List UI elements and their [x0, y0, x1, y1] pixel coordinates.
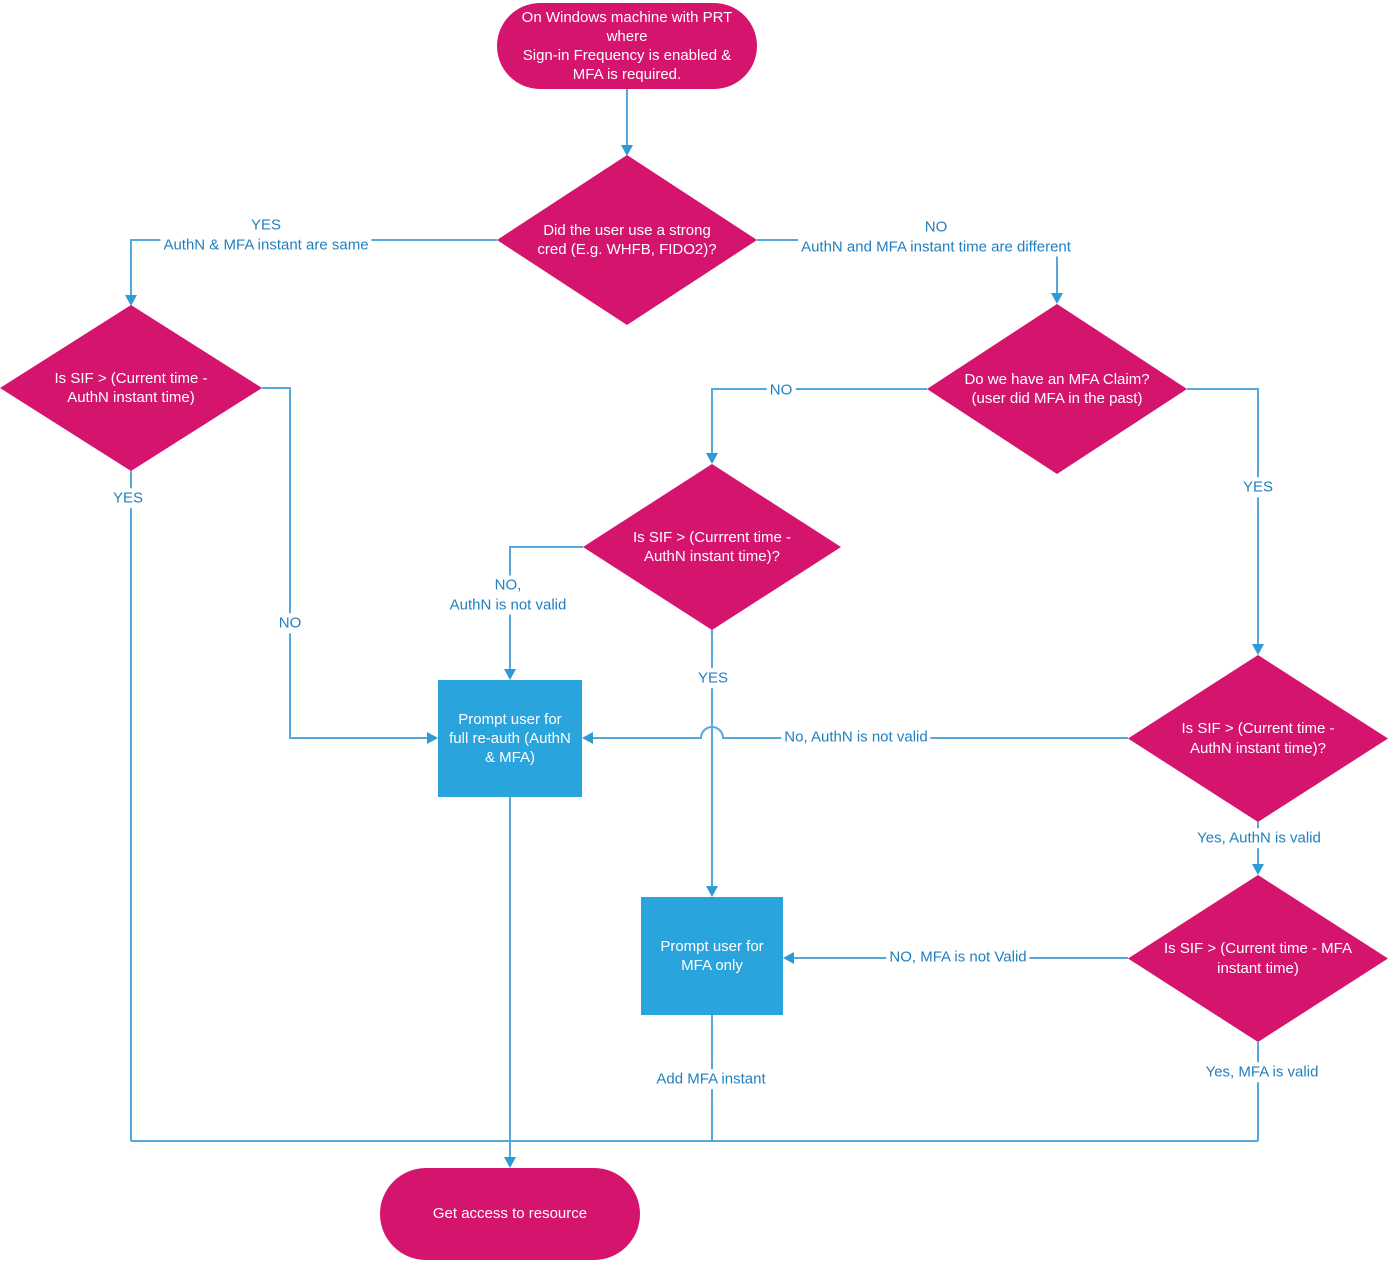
- arrowhead-down-icon: [1051, 293, 1063, 304]
- edge-sifleft-no: [262, 387, 432, 739]
- label-sifleft-yes: YES: [109, 488, 147, 508]
- edge-sifright-no: [588, 726, 1128, 739]
- process-full-reauth: Prompt user for full re-auth (AuthN & MF…: [438, 680, 582, 797]
- arrowhead-down-icon: [1252, 644, 1264, 655]
- label-sifmid-no: NO, AuthN is not valid: [446, 575, 570, 615]
- process-mfa-only: Prompt user for MFA only: [641, 897, 783, 1015]
- label-sifmfa-yes: Yes, MFA is valid: [1202, 1062, 1322, 1082]
- label-no-different: NO AuthN and MFA instant time are differ…: [798, 217, 1074, 257]
- edge-mfaclaim-no: [711, 388, 927, 458]
- label-sifleft-no: NO: [275, 613, 305, 633]
- edge-strongcred-yes: [130, 239, 497, 300]
- arrowhead-down-icon: [125, 295, 137, 306]
- arrowhead-right-icon: [427, 732, 438, 744]
- arrowhead-down-icon: [1252, 864, 1264, 875]
- arrowhead-down-icon: [706, 886, 718, 897]
- label-sifright-no: No, AuthN is not valid: [781, 727, 931, 747]
- end-node: Get access to resource: [380, 1168, 640, 1260]
- label-sifmid-yes: YES: [694, 668, 732, 688]
- arrowhead-down-icon: [504, 669, 516, 680]
- arrowhead-left-icon: [582, 732, 593, 744]
- label-mfaclaim-yes: YES: [1239, 477, 1277, 497]
- label-mfaclaim-no: NO: [766, 380, 796, 400]
- edge-sifmid-no: [509, 546, 583, 674]
- arrowhead-down-icon: [504, 1157, 516, 1168]
- arrowhead-down-icon: [621, 145, 633, 156]
- label-add-mfa-instant: Add MFA instant: [653, 1069, 769, 1089]
- label-sifmfa-no: NO, MFA is not Valid: [886, 947, 1030, 967]
- edge-mfaclaim-yes: [1187, 388, 1259, 649]
- label-yes-same: YES AuthN & MFA instant are same: [160, 215, 372, 255]
- arrowhead-down-icon: [706, 453, 718, 464]
- label-sifright-yes: Yes, AuthN is valid: [1194, 828, 1324, 848]
- arrowhead-left-icon: [783, 952, 794, 964]
- start-node: On Windows machine with PRT where Sign-i…: [497, 3, 757, 89]
